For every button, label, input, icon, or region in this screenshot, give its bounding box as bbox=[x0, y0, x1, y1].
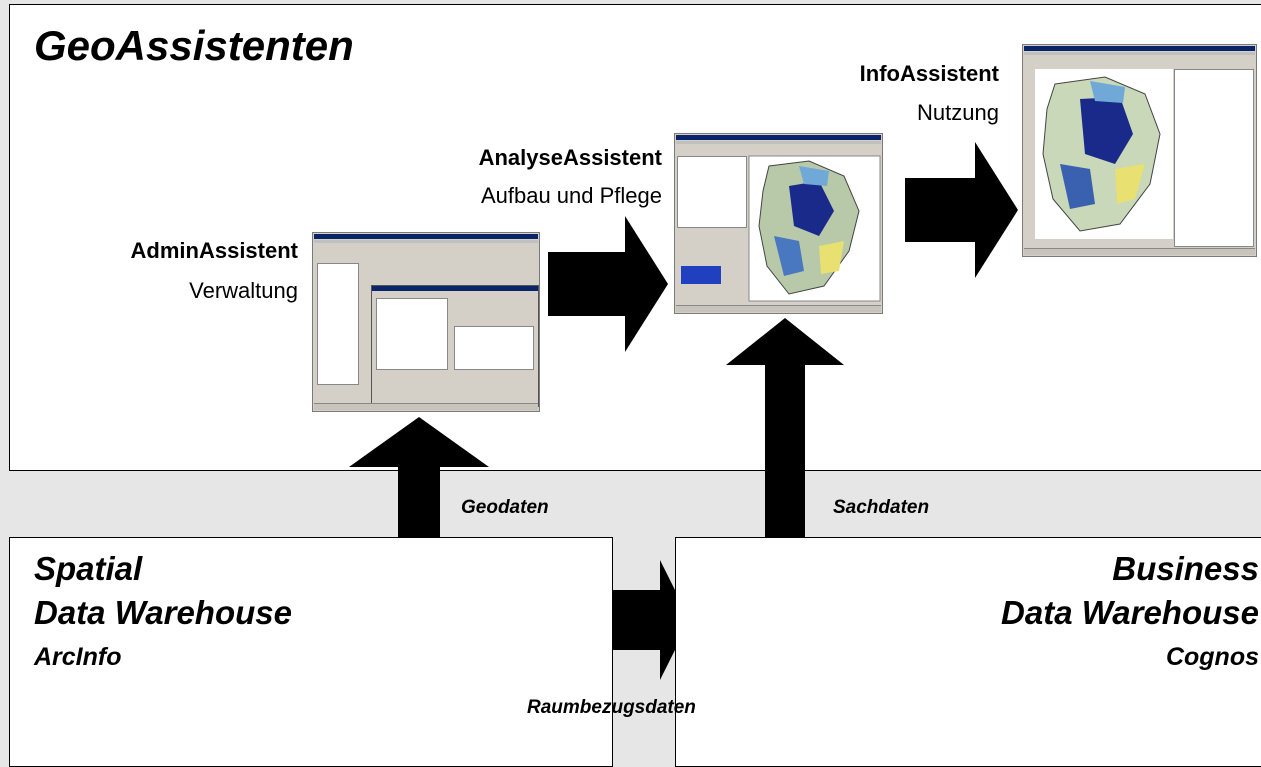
raumbezugsdaten-label: Raumbezugsdaten bbox=[527, 697, 696, 718]
info-assistent-title: InfoAssistent bbox=[859, 61, 999, 86]
analysis-assistant-logo bbox=[681, 266, 721, 284]
analyse-assistent-subtitle: Aufbau und Pflege bbox=[480, 183, 662, 208]
admin-assistent-subtitle: Verwaltung bbox=[189, 278, 298, 303]
business-dw-line2: Data Warehouse bbox=[1001, 594, 1259, 631]
sachdaten-label: Sachdaten bbox=[833, 497, 930, 518]
geoassistenten-title: GeoAssistenten bbox=[34, 22, 354, 69]
info-map bbox=[1035, 69, 1173, 239]
spatial-dw-line2: Data Warehouse bbox=[34, 594, 292, 631]
admin-dialog bbox=[371, 285, 539, 407]
analyse-assistent-title: AnalyseAssistent bbox=[478, 145, 662, 170]
analyse-assistent-screenshot bbox=[674, 133, 883, 314]
spatial-dw-product: ArcInfo bbox=[34, 643, 122, 671]
analyse-tree-pane bbox=[677, 156, 747, 228]
business-data-warehouse-panel bbox=[675, 537, 1261, 767]
spatial-dw-line1: Spatial bbox=[34, 550, 143, 587]
geodaten-label: Geodaten bbox=[461, 497, 549, 518]
business-dw-line1: Business bbox=[1112, 550, 1259, 587]
info-layer-panel bbox=[1174, 69, 1254, 247]
spatial-data-warehouse-panel bbox=[9, 537, 613, 767]
business-dw-product: Cognos bbox=[1165, 643, 1259, 671]
admin-tree-pane bbox=[317, 263, 359, 385]
admin-assistent-screenshot bbox=[312, 232, 540, 412]
info-assistent-screenshot bbox=[1022, 44, 1257, 257]
admin-assistent-title: AdminAssistent bbox=[130, 238, 298, 263]
analyse-map bbox=[748, 155, 881, 302]
info-assistent-subtitle: Nutzung bbox=[917, 100, 999, 125]
